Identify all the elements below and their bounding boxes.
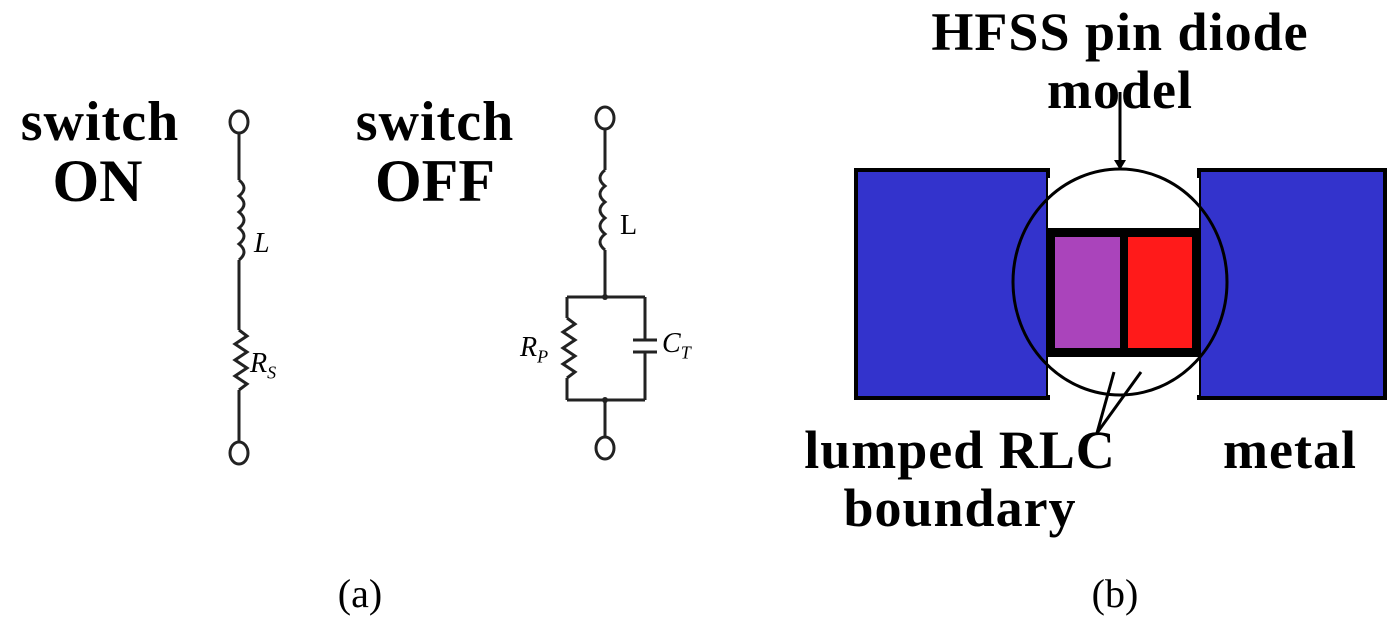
inductor-icon xyxy=(236,178,246,262)
rlc-label-line1: lumped RLC xyxy=(804,420,1116,480)
switch-off-title-line2: OFF xyxy=(375,148,495,214)
rlc-label-line2: boundary xyxy=(843,478,1077,538)
switch-off-title-line1: switch xyxy=(355,91,515,153)
metal-pad-right xyxy=(1197,168,1387,400)
resistor-label-on: RS xyxy=(250,348,277,383)
inductor-label-off: L xyxy=(620,210,638,241)
hfss-model xyxy=(854,92,1387,434)
inductor-label-on: L xyxy=(254,228,270,259)
switch-on-title-line1: switch xyxy=(20,91,180,153)
pointer-arrow-rlc-left xyxy=(1095,371,1116,434)
terminal-bottom-icon xyxy=(228,440,250,466)
metal-pad-left xyxy=(854,168,1050,400)
inductor-icon xyxy=(598,168,608,252)
rlc-boundary-left xyxy=(1055,237,1120,348)
caption-b: (b) xyxy=(1091,571,1139,616)
terminal-top-icon xyxy=(594,105,616,131)
hfss-title-line2: model xyxy=(1047,60,1193,120)
switch-off-circuit xyxy=(560,105,657,461)
hfss-title-line1: HFSS pin diode xyxy=(931,2,1309,62)
pointer-arrow-rlc-right xyxy=(1095,371,1143,434)
resistor-label-off: RP xyxy=(520,332,549,367)
rlc-boundary-right xyxy=(1128,237,1192,348)
caption-a: (a) xyxy=(337,571,383,616)
resistor-icon xyxy=(560,316,578,380)
switch-on-circuit xyxy=(228,109,250,466)
terminal-top-icon xyxy=(228,109,250,135)
resistor-icon xyxy=(232,328,250,392)
terminal-bottom-icon xyxy=(594,435,616,461)
capacitor-label-off: CT xyxy=(662,328,691,363)
metal-label: metal xyxy=(1223,420,1357,480)
switch-on-title-line2: ON xyxy=(52,148,143,214)
